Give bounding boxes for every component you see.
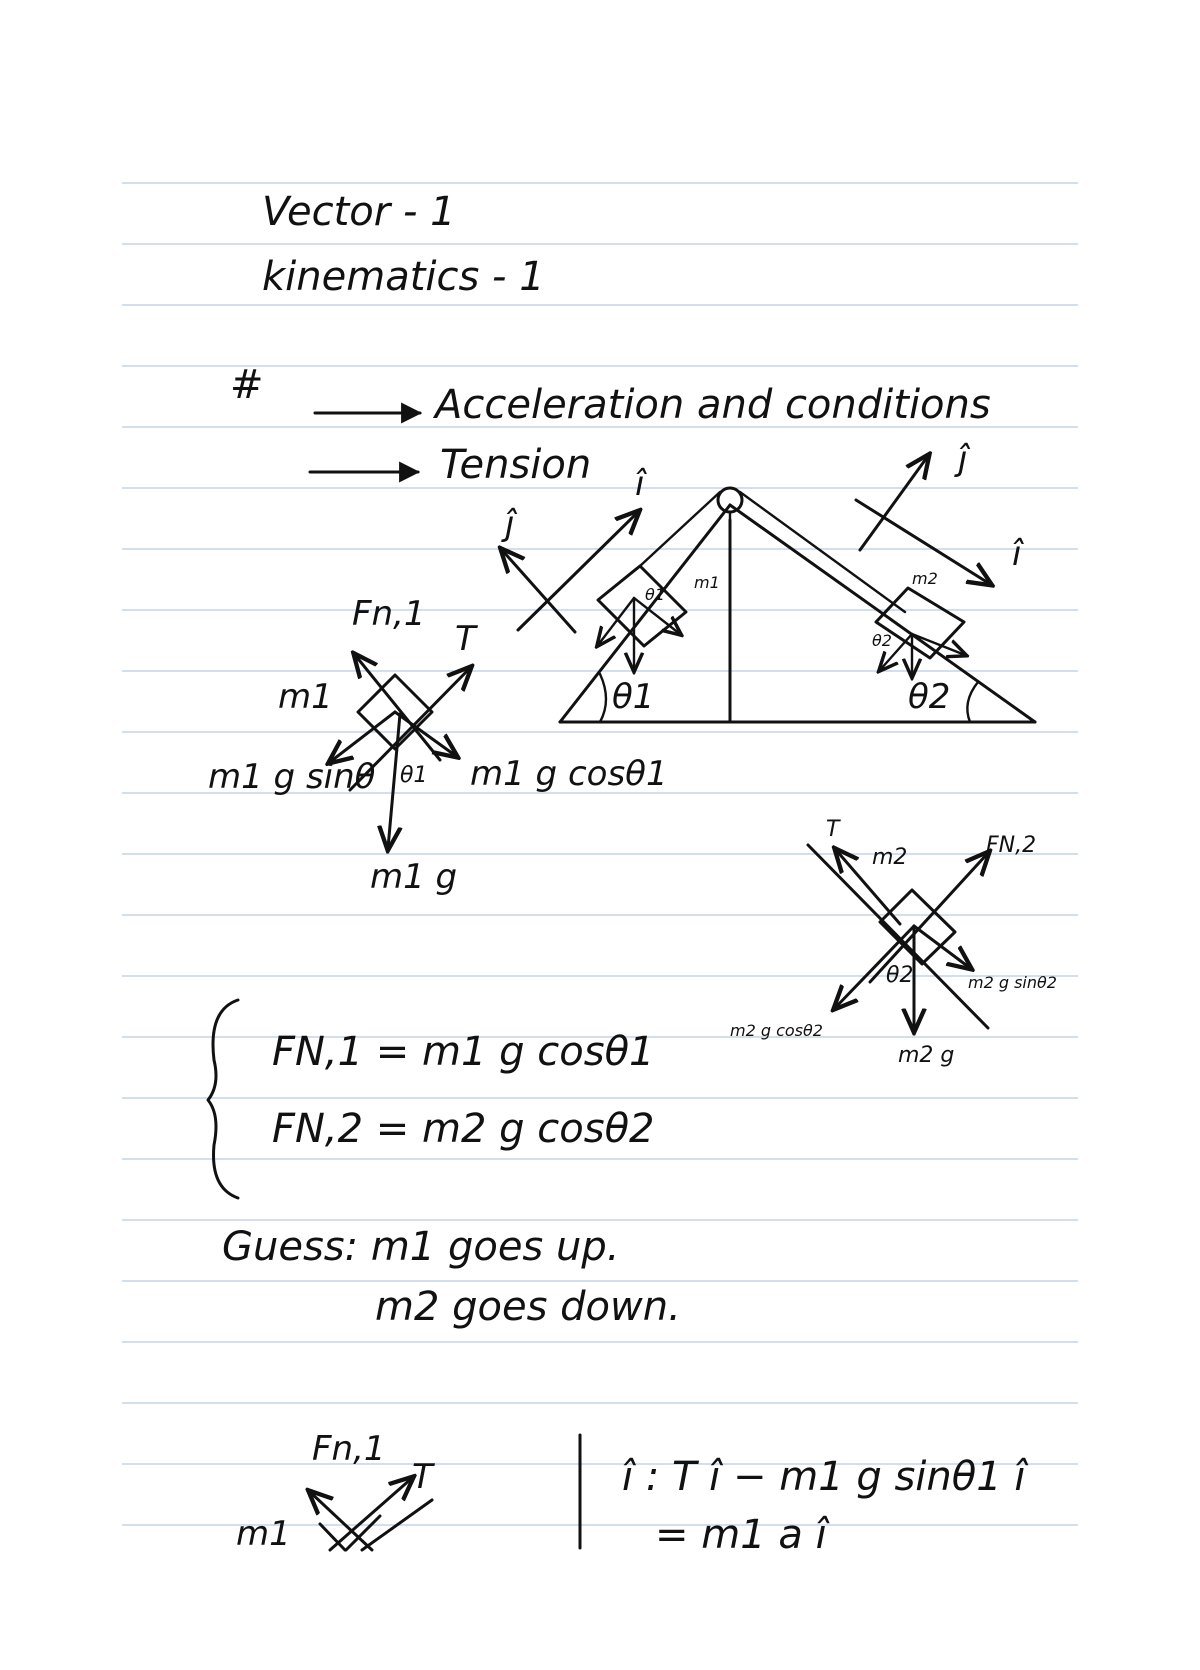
block-m1 [596,564,688,648]
label-theta1: θ1 [612,677,654,717]
fbd-m1-perpendicular: m1 g cosθ1 [470,754,668,794]
fbd-m2-tension: T [826,817,841,842]
equation-fn1: FN,1 = m1 g cosθ1 [272,1029,655,1075]
curly-brace [206,998,240,1200]
equation-i-line-1: î : T î − m1 g sinθ1 î [622,1454,1029,1500]
fbd-m1-weight: m1 g [370,857,457,897]
equation-i-line-2: = m1 a î [655,1512,831,1558]
fbd-m1-parallel: m1 g sinθ [208,757,376,797]
fbd-m1-tension: T [455,619,478,659]
pulley [716,486,744,514]
equation-fn2: FN,2 = m2 g cosθ2 [272,1106,655,1152]
block-m2 [874,586,966,660]
fbd-m2-parallel: m2 g sinθ2 [968,973,1057,992]
hash-bullet: # [230,362,264,408]
fbd-bottom-mass: m1 [236,1514,291,1554]
label-j-left: ĵ [501,504,518,544]
fbd-m1-normal: Fn,1 [352,594,426,634]
fbd-m2-mass: m2 [872,845,907,870]
fbd-m1: Fn,1 T m1 m1 g sinθ m1 g cosθ1 θ1 m1 g [208,594,668,897]
fbd-m2-perpendicular: m2 g cosθ2 [730,1021,823,1040]
double-incline-diagram: m1 θ1 m2 θ2 θ1 θ2 î ĵ ĵ î [501,439,1037,724]
label-m2: m2 [912,569,938,588]
fbd-bottom-normal: Fn,1 [312,1429,386,1469]
fbd-m2-weight: m2 g [898,1043,954,1068]
fbd-m2-normal: FN,2 [986,833,1036,858]
fbd-bottom-tension: T [412,1457,435,1497]
fbd-m2-angle: θ2 [886,963,913,988]
heading-kinematics: kinematics - 1 [262,254,545,300]
guess-line-2: m2 goes down. [375,1284,681,1330]
ruled-lines [122,182,1078,1526]
label-i-right: î [1012,534,1024,574]
heading-vector: Vector - 1 [262,189,456,235]
label-m1: m1 [694,573,720,592]
fbd-bottom: Fn,1 T m1 [236,1429,435,1554]
fbd-m1-mass: m1 [278,677,333,717]
label-j-right: ĵ [954,439,971,479]
label-theta2-small: θ2 [872,631,892,650]
fbd-m2: T m2 FN,2 θ2 m2 g sinθ2 m2 g cosθ2 m2 g [730,817,1057,1068]
guess-line-1: Guess: m1 goes up. [222,1224,619,1270]
topic-acceleration: Acceleration and conditions [432,382,991,428]
label-theta2: θ2 [908,677,950,717]
topic-tension: Tension [440,442,591,488]
fbd-m1-angle: θ1 [400,763,427,788]
label-theta1-small: θ1 [645,585,665,604]
label-i-left: î [635,464,647,504]
